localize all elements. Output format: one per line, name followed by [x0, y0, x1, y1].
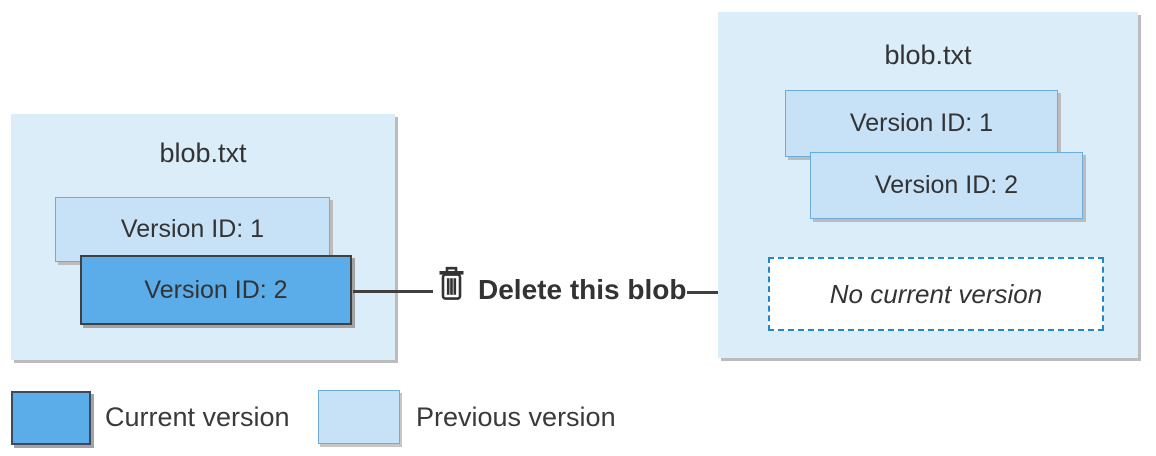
version-box-previous: Version ID: 1: [55, 197, 330, 262]
version-label: Version ID: 2: [144, 275, 288, 304]
legend-swatch-current-version: [11, 391, 91, 445]
no-current-version-label: No current version: [829, 278, 1043, 309]
version-box-current: Version ID: 2: [80, 255, 352, 325]
legend-label-current-version: Current version: [105, 402, 290, 432]
legend-swatch-previous-version: [318, 390, 400, 444]
version-box-previous: Version ID: 1: [785, 90, 1058, 157]
version-box-previous: Version ID: 2: [810, 152, 1083, 219]
version-label: Version ID: 1: [849, 109, 994, 137]
delete-action-label: Delete this blob: [478, 274, 687, 305]
blob-title: blob.txt: [884, 40, 972, 70]
blob-title: blob.txt: [159, 138, 247, 168]
version-label: Version ID: 1: [120, 215, 265, 243]
version-label: Version ID: 2: [874, 171, 1019, 199]
legend-label-previous-version: Previous version: [416, 402, 616, 432]
connector-line-left: [353, 290, 433, 293]
trash-icon: [436, 265, 467, 307]
blob-container-before: blob.txt Version ID: 1 Version ID: 2: [11, 114, 395, 360]
no-current-version-box: No current version: [768, 257, 1104, 331]
blob-container-after: blob.txt Version ID: 1 Version ID: 2 No …: [718, 12, 1138, 358]
